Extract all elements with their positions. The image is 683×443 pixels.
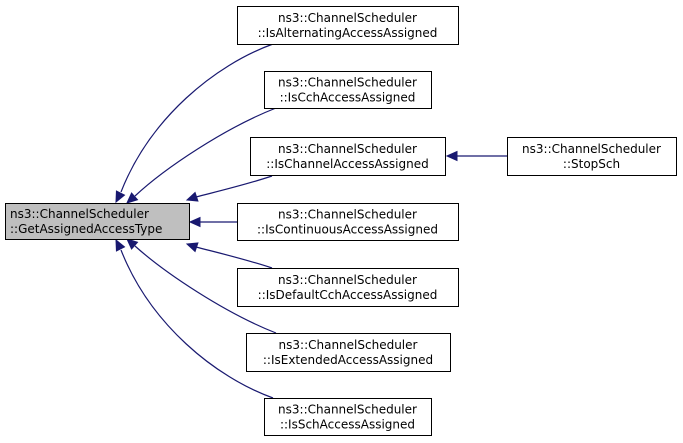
node-is-sch-access-assigned[interactable]: ns3::ChannelScheduler::IsSchAccessAssign… [264, 398, 432, 436]
node-box [5, 203, 190, 240]
edge-stop-sch-to-is-channel-access-assigned [445, 150, 507, 162]
edge-line [120, 43, 274, 193]
node-label-line2: ::IsDefaultCchAccessAssigned [258, 288, 438, 302]
node-get-assigned-access-type[interactable]: ns3::ChannelScheduler::GetAssignedAccess… [5, 203, 190, 240]
arrowhead [115, 238, 126, 252]
edges-layer [115, 43, 507, 399]
arrowhead [126, 192, 139, 204]
node-is-continuous-access-assigned[interactable]: ns3::ChannelScheduler::IsContinuousAcces… [237, 203, 459, 241]
edge-line [195, 175, 273, 198]
edge-is-cch-access-assigned-to-get-assigned-access-type [126, 107, 277, 204]
node-stop-sch[interactable]: ns3::ChannelScheduler::StopSch [507, 137, 677, 176]
arrowhead [126, 238, 139, 250]
edge-is-continuous-access-assigned-to-get-assigned-access-type [188, 216, 237, 228]
node-box [237, 6, 459, 45]
node-label-line1: ns3::ChannelScheduler [10, 207, 149, 221]
nodes-layer: ns3::ChannelScheduler::GetAssignedAccess… [5, 6, 677, 436]
node-box [264, 71, 432, 109]
edge-line [134, 107, 277, 197]
node-label-line2: ::IsSchAccessAssigned [280, 418, 415, 432]
edge-is-channel-access-assigned-to-get-assigned-access-type [185, 175, 273, 202]
node-is-channel-access-assigned[interactable]: ns3::ChannelScheduler::IsChannelAccessAs… [250, 137, 446, 176]
node-label-line2: ::IsAlternatingAccessAssigned [258, 26, 438, 40]
node-box [237, 203, 459, 241]
node-box [250, 137, 446, 176]
edge-is-alternating-access-assigned-to-get-assigned-access-type [115, 43, 274, 204]
node-label-line1: ns3::ChannelScheduler [522, 142, 661, 156]
node-box [237, 268, 459, 307]
node-label-line2: ::IsContinuousAccessAssigned [257, 223, 438, 237]
node-label-line1: ns3::ChannelScheduler [278, 11, 417, 25]
node-label-line1: ns3::ChannelScheduler [278, 273, 417, 287]
arrowhead [445, 150, 458, 162]
node-label-line1: ns3::ChannelScheduler [278, 208, 417, 222]
edge-is-extended-access-assigned-to-get-assigned-access-type [126, 238, 277, 334]
edge-line [134, 245, 277, 334]
edge-is-sch-access-assigned-to-get-assigned-access-type [115, 238, 274, 399]
node-label-line2: ::IsExtendedAccessAssigned [263, 353, 433, 367]
node-label-line2: ::IsChannelAccessAssigned [266, 157, 429, 171]
node-is-cch-access-assigned[interactable]: ns3::ChannelScheduler::IsCchAccessAssign… [264, 71, 432, 109]
node-label-line1: ns3::ChannelScheduler [278, 76, 417, 90]
arrowhead [185, 191, 199, 202]
edge-is-default-cch-access-assigned-to-get-assigned-access-type [185, 242, 273, 269]
node-box [507, 137, 677, 176]
node-label-line1: ns3::ChannelScheduler [278, 403, 417, 417]
node-label-line1: ns3::ChannelScheduler [278, 142, 417, 156]
node-is-default-cch-access-assigned[interactable]: ns3::ChannelScheduler::IsDefaultCchAcces… [237, 268, 459, 307]
node-label-line1: ns3::ChannelScheduler [279, 338, 418, 352]
node-box [246, 333, 451, 372]
node-is-alternating-access-assigned[interactable]: ns3::ChannelScheduler::IsAlternatingAcce… [237, 6, 459, 45]
node-is-extended-access-assigned[interactable]: ns3::ChannelScheduler::IsExtendedAccessA… [246, 333, 451, 372]
edge-line [195, 246, 273, 269]
node-label-line2: ::StopSch [563, 157, 620, 171]
edge-line [120, 249, 274, 399]
arrowhead [188, 216, 201, 228]
node-label-line2: ::GetAssignedAccessType [10, 222, 162, 236]
arrowhead [115, 190, 126, 204]
node-box [264, 398, 432, 436]
arrowhead [185, 242, 199, 253]
node-label-line2: ::IsCchAccessAssigned [280, 91, 416, 105]
